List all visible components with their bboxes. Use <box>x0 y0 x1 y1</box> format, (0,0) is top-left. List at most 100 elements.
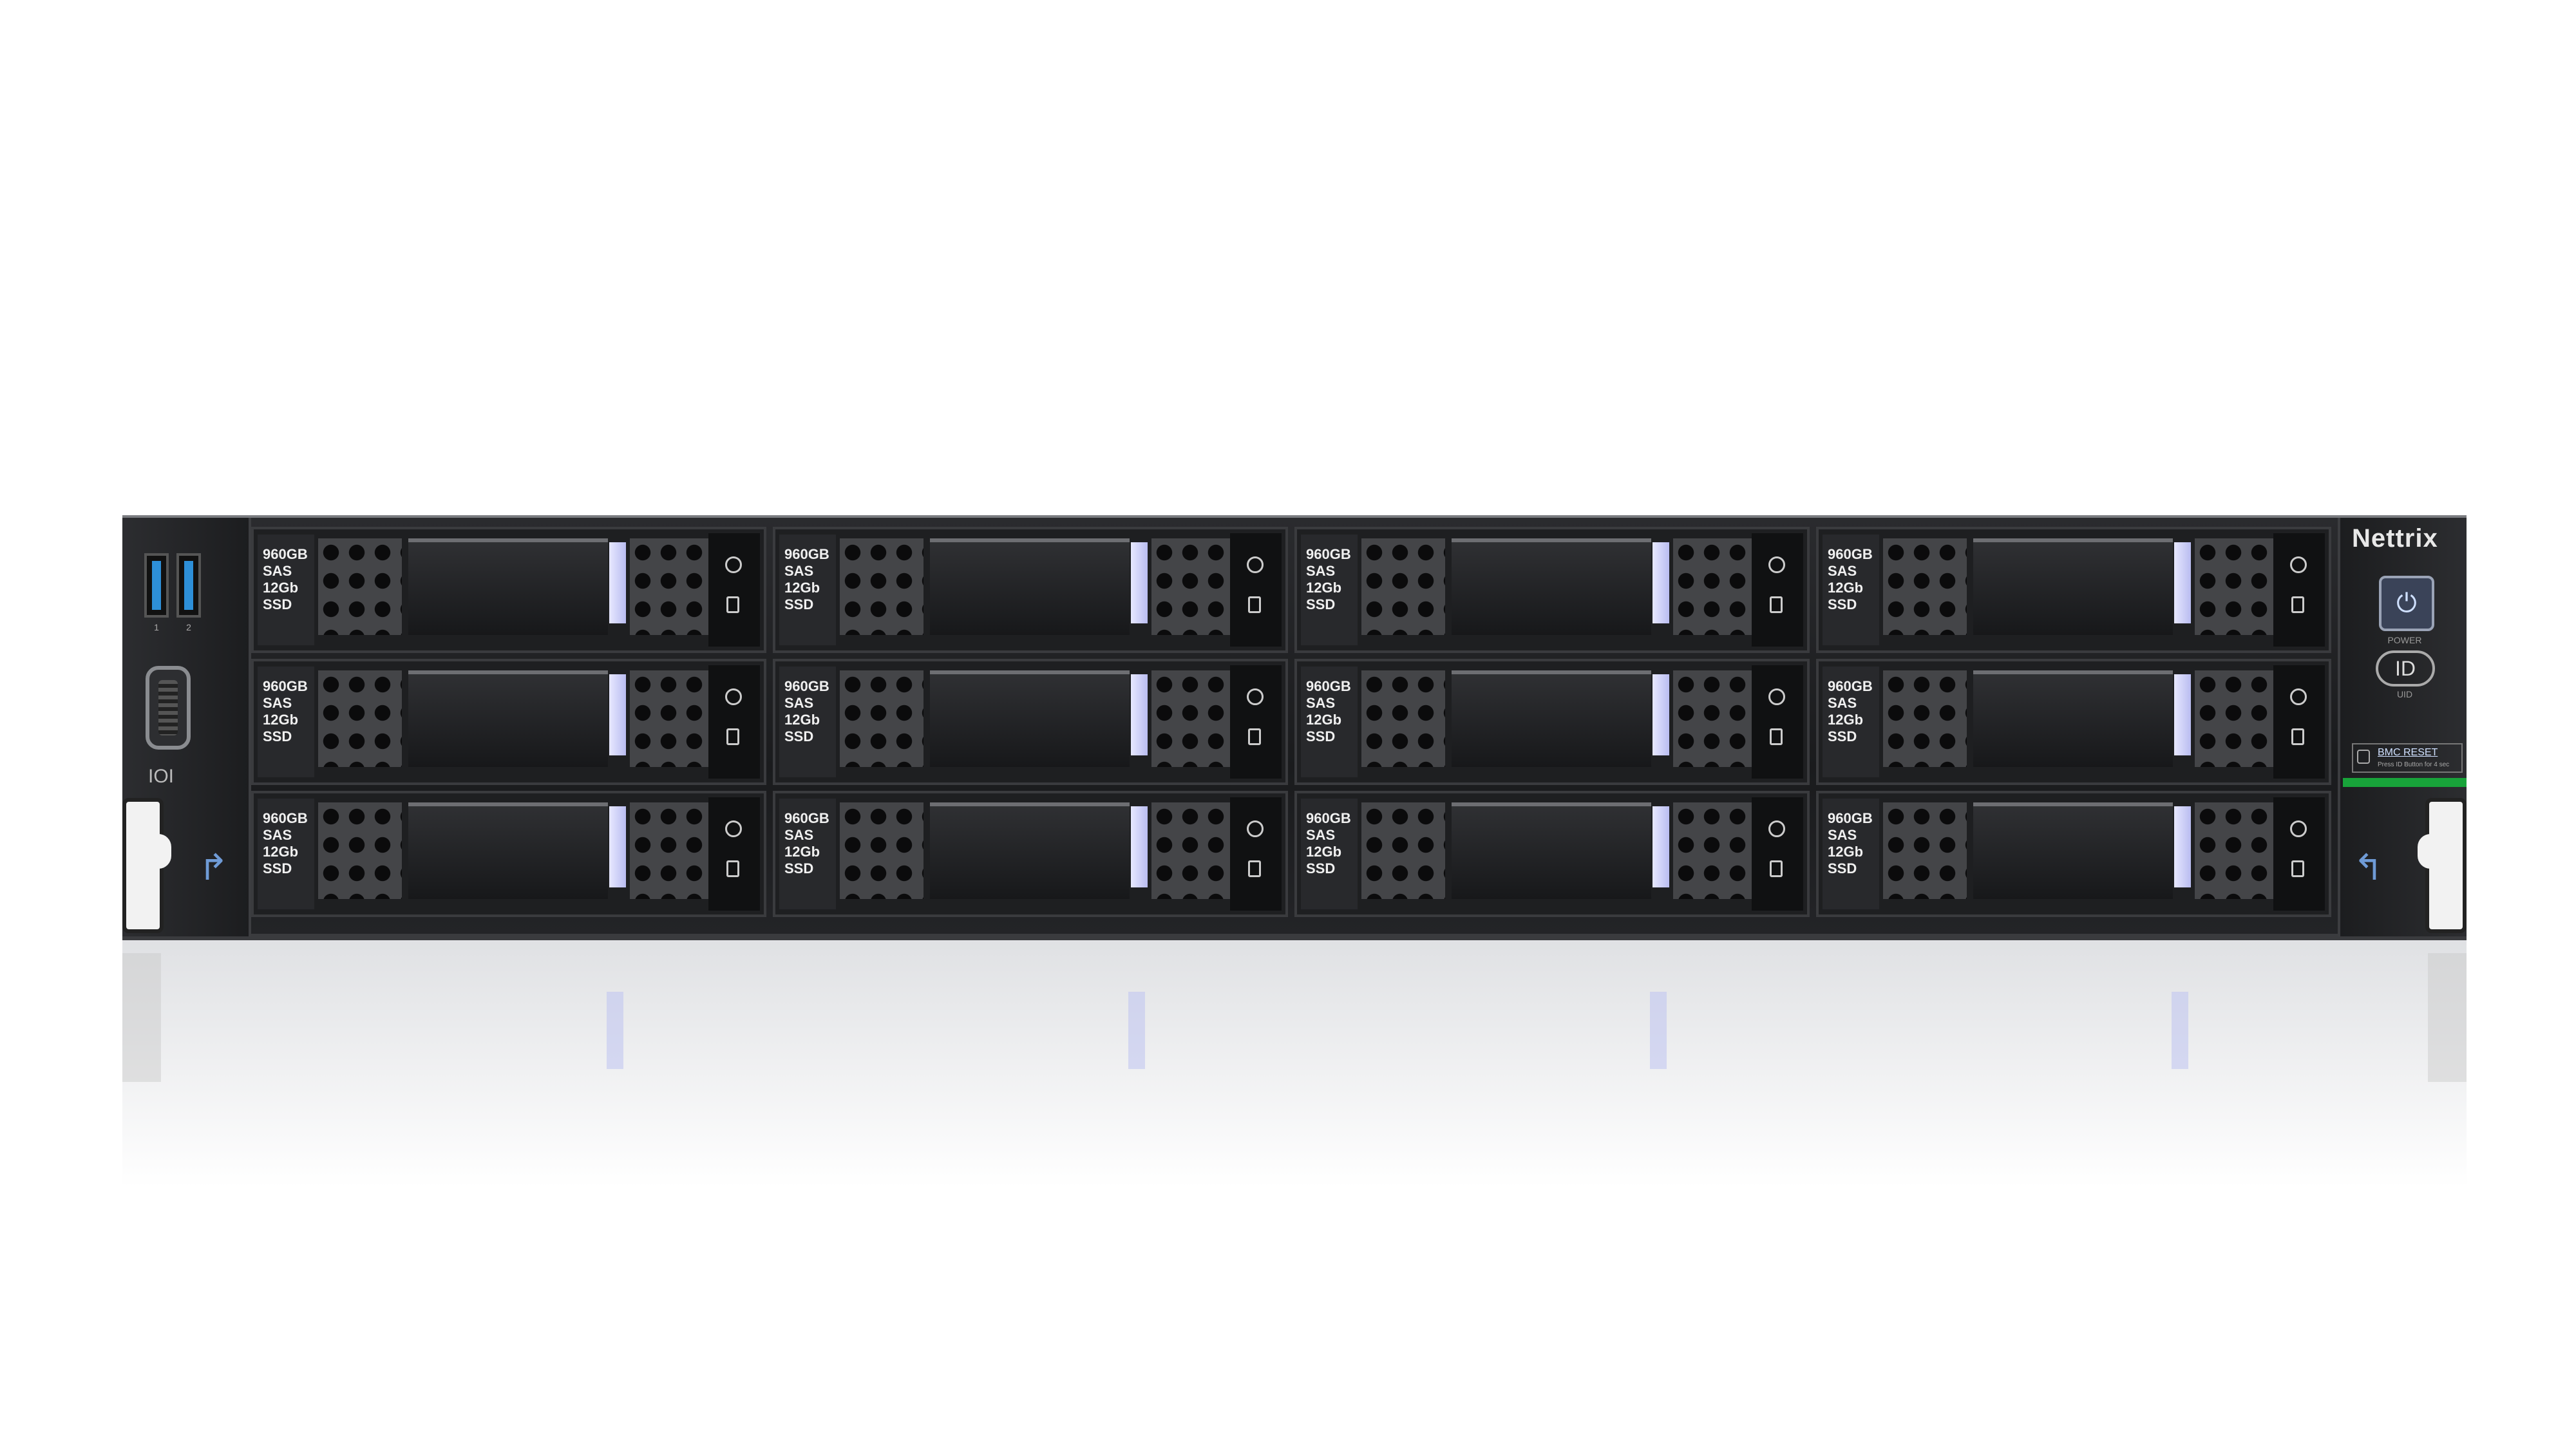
activity-led-icon <box>1770 596 1783 613</box>
drive-tray-handle[interactable] <box>1973 538 2173 635</box>
drive-speed: 12Gb <box>263 844 299 860</box>
vent-grille <box>1883 670 1967 767</box>
tray-release-tab[interactable] <box>609 674 626 755</box>
tray-release-tab[interactable] <box>1653 542 1669 623</box>
drive-tray-handle[interactable] <box>1973 802 2173 899</box>
tray-release-tab[interactable] <box>1131 806 1148 887</box>
activity-led-icon <box>2291 860 2304 877</box>
usb-label-1: 1 <box>154 622 159 632</box>
power-label: POWER <box>2387 635 2422 645</box>
right-rack-latch[interactable] <box>2418 798 2467 933</box>
drive-interface: SAS <box>1306 827 1336 843</box>
drive-tray-handle[interactable] <box>930 538 1130 635</box>
drive-led-panel <box>1230 797 1282 911</box>
drive-tray-handle[interactable] <box>1452 802 1651 899</box>
drive-tray-handle[interactable] <box>1973 670 2173 767</box>
drive-tray-handle[interactable] <box>408 538 608 635</box>
usb-port-2[interactable] <box>176 553 201 618</box>
drive-interface: SAS <box>263 827 292 843</box>
vent-grille <box>630 538 714 635</box>
reflected-tray-tab <box>2172 992 2188 1069</box>
status-led-icon <box>725 688 742 705</box>
status-led-icon <box>2290 556 2307 573</box>
drive-led-panel <box>2273 665 2325 779</box>
drive-speed: 12Gb <box>1306 580 1342 596</box>
drive-type: SSD <box>263 860 292 876</box>
vent-grille <box>840 802 923 899</box>
tray-release-tab[interactable] <box>1653 674 1669 755</box>
drive-type: SSD <box>784 728 814 744</box>
tray-release-tab[interactable] <box>1131 542 1148 623</box>
status-led-icon <box>1768 820 1785 837</box>
drive-led-panel <box>708 533 760 647</box>
vent-grille <box>1151 670 1235 767</box>
drive-type: SSD <box>1828 596 1857 612</box>
drive-led-panel <box>1230 533 1282 647</box>
drive-tray-handle[interactable] <box>408 802 608 899</box>
vent-grille <box>1673 538 1757 635</box>
power-button[interactable]: ⏻ <box>2379 576 2434 631</box>
drive-interface: SAS <box>1306 695 1336 711</box>
drive-tray-handle[interactable] <box>930 670 1130 767</box>
vent-grille <box>630 670 714 767</box>
drive-led-panel <box>2273 533 2325 647</box>
bmc-reset-text: BMC RESET <box>2378 747 2438 758</box>
vga-port[interactable] <box>146 666 191 750</box>
drive-interface: SAS <box>263 695 292 711</box>
drive-speed: 12Gb <box>263 580 299 596</box>
drive-interface: SAS <box>263 563 292 579</box>
left-arrow-icon: ↱ <box>198 847 229 887</box>
drive-capacity: 960GB <box>784 678 829 694</box>
drive-speed: 12Gb <box>1306 844 1342 860</box>
tray-release-tab[interactable] <box>1131 674 1148 755</box>
drive-tray-handle[interactable] <box>1452 670 1651 767</box>
tray-release-tab[interactable] <box>2174 674 2191 755</box>
drive-tray-handle[interactable] <box>408 670 608 767</box>
activity-led-icon <box>726 596 739 613</box>
drive-tray-handle[interactable] <box>1452 538 1651 635</box>
tray-release-tab[interactable] <box>1653 806 1669 887</box>
vent-grille <box>1361 670 1445 767</box>
vent-grille <box>1361 538 1445 635</box>
reflected-tray-tab <box>1650 992 1667 1069</box>
right-arrow-icon: ↰ <box>2353 847 2383 887</box>
left-rack-latch[interactable] <box>122 798 171 933</box>
status-led-icon <box>2290 688 2307 705</box>
status-led-icon <box>1247 688 1264 705</box>
uid-button[interactable]: ID <box>2376 650 2435 687</box>
tray-release-tab[interactable] <box>2174 806 2191 887</box>
drive-type: SSD <box>784 596 814 612</box>
reflected-tray-tab <box>1128 992 1145 1069</box>
tray-release-tab[interactable] <box>609 542 626 623</box>
tray-release-tab[interactable] <box>2174 542 2191 623</box>
status-led-icon <box>1247 820 1264 837</box>
drive-type: SSD <box>1306 596 1336 612</box>
bmc-reset-label: BMC RESET Press ID Button for 4 sec <box>2352 743 2463 773</box>
status-led-icon <box>725 820 742 837</box>
tray-release-tab[interactable] <box>609 806 626 887</box>
drive-capacity: 960GB <box>1828 546 1873 562</box>
drive-tray-handle[interactable] <box>930 802 1130 899</box>
usb-port-1[interactable] <box>144 553 169 618</box>
drive-type: SSD <box>263 728 292 744</box>
drive-type: SSD <box>263 596 292 612</box>
drive-capacity: 960GB <box>784 810 829 826</box>
vent-grille <box>318 802 402 899</box>
